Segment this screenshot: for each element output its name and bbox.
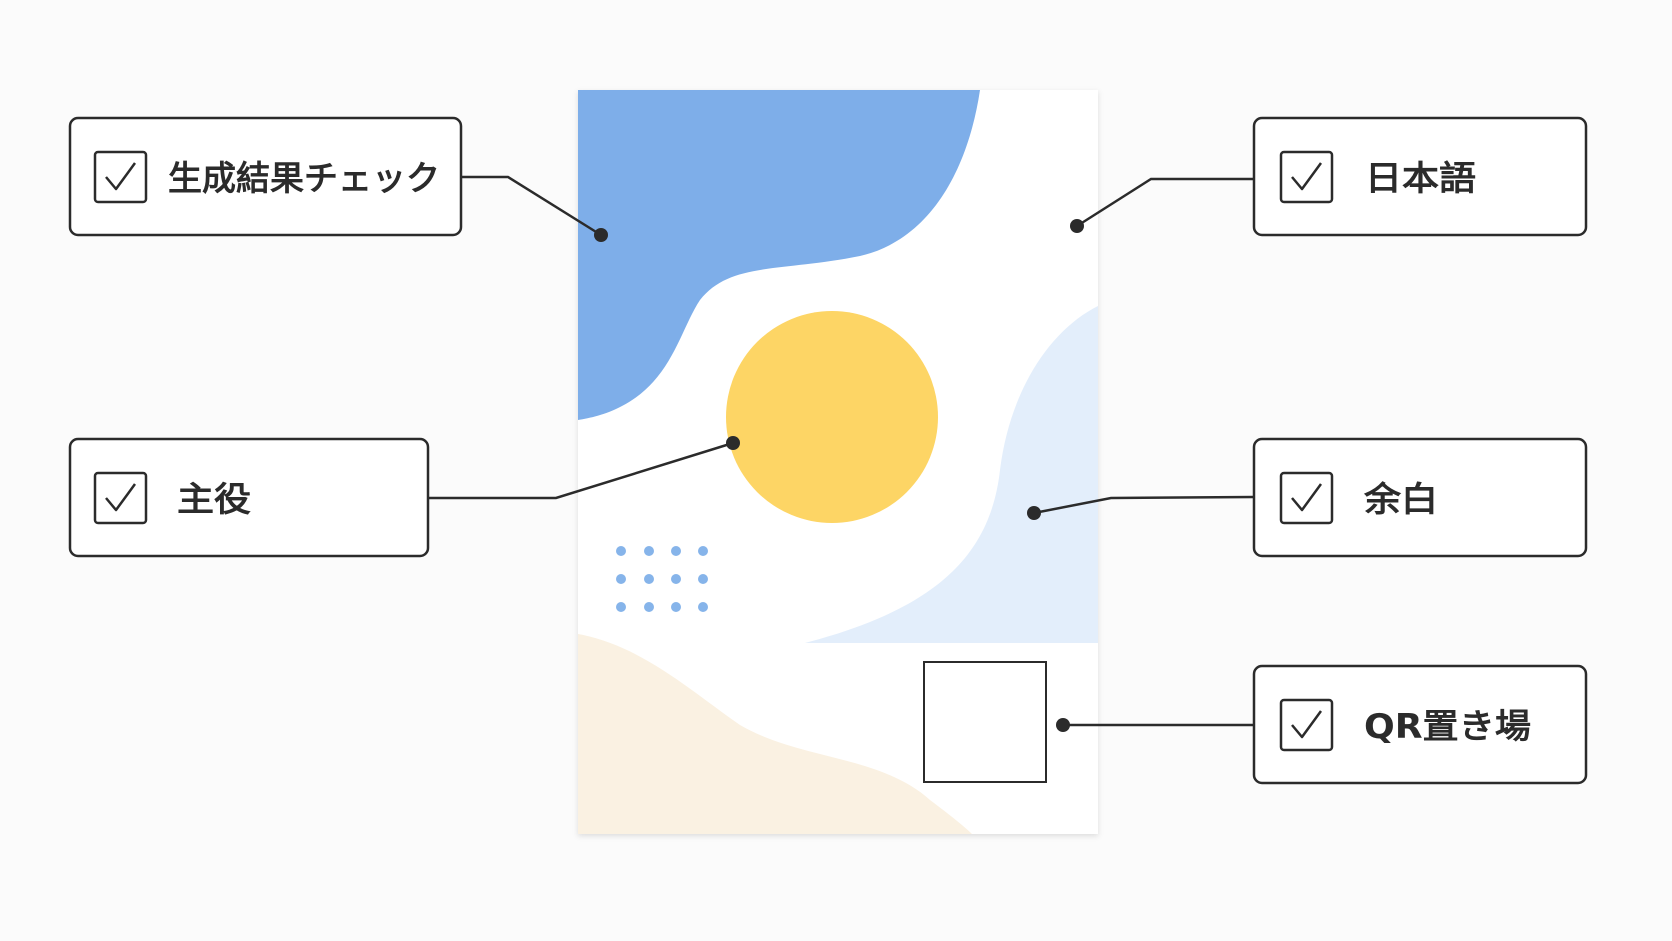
- dot-grid-dot: [644, 602, 654, 612]
- checklist-item-1: 生成結果チェック: [68, 116, 463, 237]
- dot-grid-dot: [671, 602, 681, 612]
- label-box: [68, 116, 463, 237]
- checklist-item-label: 余白: [1363, 480, 1438, 520]
- checklist-item-label: 生成結果チェック: [168, 159, 440, 199]
- dot-grid-dot: [671, 574, 681, 584]
- checklist-item-label: QR置き場: [1364, 707, 1531, 747]
- connector-line-4: [1033, 495, 1255, 515]
- dot-grid-dot: [644, 546, 654, 556]
- checkbox-checked-icon: [93, 471, 148, 525]
- dot-grid-dot: [698, 574, 708, 584]
- connectors: [428, 175, 1255, 727]
- dot-grid-dot: [698, 602, 708, 612]
- yellow-circle: [726, 311, 938, 523]
- checklist-item-label: 主役: [177, 480, 251, 520]
- checklist-item-label: 日本語: [1365, 159, 1476, 199]
- checklist-item-2: 主役: [68, 437, 430, 558]
- light-blue-wave-shape: [805, 306, 1098, 643]
- checkbox-checked-icon: [93, 150, 148, 204]
- dot-grid-dot: [616, 546, 626, 556]
- label-box: [1252, 664, 1588, 785]
- connector-dot-3: [1070, 219, 1084, 233]
- dot-grid-dot: [671, 546, 681, 556]
- checkbox-checked-icon: [1279, 150, 1334, 204]
- blue-wave-shape: [578, 90, 980, 420]
- checklist-item-4: 余白: [1252, 437, 1588, 558]
- connector-dot-4: [1027, 506, 1041, 520]
- connector-dot-2: [726, 436, 740, 450]
- dot-grid-dot: [616, 574, 626, 584]
- qr-placeholder-box: [923, 661, 1047, 783]
- checklist-item-5: QR置き場: [1252, 664, 1588, 785]
- dot-grid-dot: [644, 574, 654, 584]
- dot-grid-dot: [698, 546, 708, 556]
- poster-card: [578, 90, 1098, 834]
- connector-dots: [594, 219, 1084, 732]
- checkbox-checked-icon: [1279, 471, 1334, 525]
- dot-grid: [616, 546, 708, 612]
- connector-line-2: [428, 441, 734, 500]
- dot-grid-dot: [616, 602, 626, 612]
- label-box: [1252, 437, 1588, 558]
- label-box: [1252, 116, 1588, 237]
- connector-line-3: [1076, 177, 1254, 228]
- label-box: [68, 437, 430, 558]
- beige-wave-shape: [578, 634, 972, 834]
- connector-dot-5: [1056, 718, 1070, 732]
- connector-line-1: [461, 175, 602, 237]
- connector-dot-1: [594, 228, 608, 242]
- checkbox-checked-icon: [1279, 698, 1334, 752]
- checklist-item-3: 日本語: [1252, 116, 1588, 237]
